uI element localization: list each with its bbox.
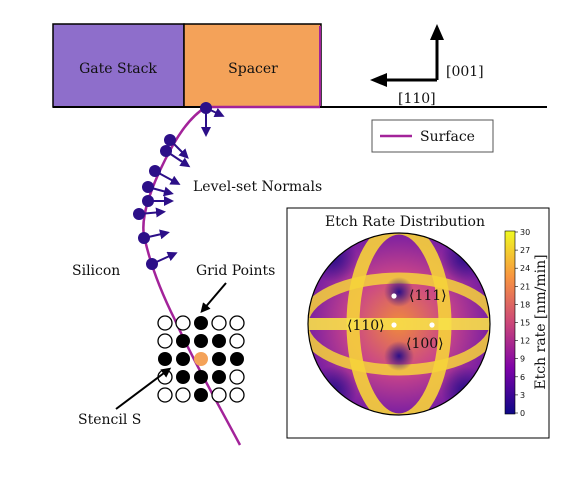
colorbar-tick-label: 24 bbox=[520, 264, 530, 273]
colorbar-tick-label: 9 bbox=[520, 355, 525, 364]
stencil-center-point bbox=[194, 352, 208, 366]
colorbar-tick-label: 6 bbox=[520, 373, 525, 382]
colorbar-tick-label: 21 bbox=[520, 282, 530, 291]
colorbar-tick-label: 30 bbox=[520, 228, 530, 237]
colorbar-tick-label: 3 bbox=[520, 391, 525, 400]
inset-title: Etch Rate Distribution bbox=[325, 214, 485, 230]
axis-110-label: [110] bbox=[398, 91, 436, 107]
silicon-label: Silicon bbox=[72, 263, 120, 279]
level-set-normals bbox=[133, 102, 225, 270]
level-set-normals-label: Level-set Normals bbox=[193, 179, 322, 195]
grid-points-arrow bbox=[200, 282, 227, 314]
axis-001-label: [001] bbox=[446, 64, 484, 80]
stencil-arrow bbox=[115, 367, 172, 410]
spacer-label: Spacer bbox=[228, 61, 278, 77]
dir-100-marker bbox=[429, 322, 435, 328]
legend: Surface bbox=[371, 119, 494, 153]
dir-100-label: ⟨100⟩ bbox=[406, 336, 444, 352]
etch-rate-inset: Etch Rate Distribution ⟨111⟩ ⟨110⟩ ⟨100⟩… bbox=[286, 207, 550, 439]
spacer-block bbox=[183, 23, 322, 108]
gate-stack-block bbox=[52, 23, 185, 108]
dir-110-marker bbox=[391, 322, 397, 328]
colorbar-ticks: 0 3 6 9 12 15 18 21 24 27 30 bbox=[515, 228, 530, 418]
grid-points-label: Grid Points bbox=[196, 263, 275, 279]
legend-surface-label: Surface bbox=[420, 129, 475, 145]
dir-111-marker bbox=[391, 293, 397, 299]
colorbar-tick-label: 18 bbox=[520, 300, 530, 309]
grid-points bbox=[157, 315, 245, 403]
dir-110-label: ⟨110⟩ bbox=[347, 318, 385, 334]
colorbar-label: Etch rate [nm/min] bbox=[533, 254, 549, 389]
colorbar-tick-label: 27 bbox=[520, 246, 530, 255]
colorbar-tick-label: 15 bbox=[520, 319, 530, 328]
colorbar-tick-label: 12 bbox=[520, 337, 530, 346]
gate-stack-label: Gate Stack bbox=[79, 61, 157, 77]
dir-111-label: ⟨111⟩ bbox=[409, 288, 447, 304]
colorbar-tick-label: 0 bbox=[520, 409, 525, 418]
crystal-axes: [001] [110] bbox=[370, 24, 484, 107]
stencil-label: Stencil S bbox=[78, 412, 141, 428]
colorbar bbox=[504, 230, 516, 415]
